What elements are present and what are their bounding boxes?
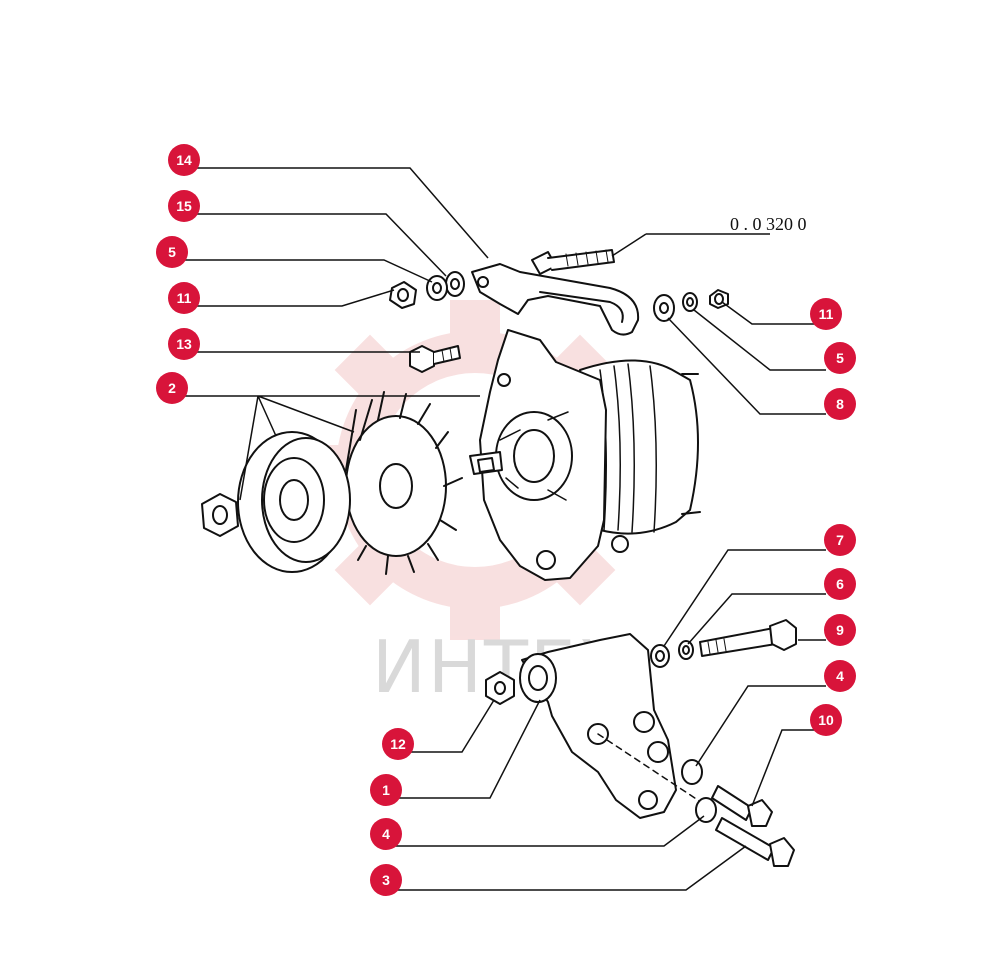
callout-markers: 14 15 5 11 13 2 11 5 8 7 6 9 4 10 12 1 4… bbox=[156, 144, 856, 896]
callout-label: 15 bbox=[176, 198, 192, 214]
leader-lines bbox=[172, 167, 826, 891]
callout-label: 5 bbox=[836, 350, 844, 366]
callout-marker: 8 bbox=[824, 388, 856, 420]
callout-label: 1 bbox=[382, 782, 390, 798]
callout-label: 3 bbox=[382, 872, 390, 888]
callout-label: 9 bbox=[836, 622, 844, 638]
callout-label: 6 bbox=[836, 576, 844, 592]
callout-marker: 5 bbox=[156, 236, 188, 268]
callout-marker: 11 bbox=[168, 282, 200, 314]
alternator bbox=[469, 329, 701, 581]
mounting-bracket bbox=[519, 633, 711, 819]
callout-label: 5 bbox=[168, 244, 176, 260]
parts-drawing bbox=[201, 249, 797, 867]
callout-marker: 13 bbox=[168, 328, 200, 360]
callout-marker: 7 bbox=[824, 524, 856, 556]
callout-label: 2 bbox=[168, 380, 176, 396]
callout-label: 13 bbox=[176, 336, 192, 352]
callout-label: 12 bbox=[390, 736, 406, 752]
callout-marker: 3 bbox=[370, 864, 402, 896]
bracket-washers bbox=[485, 640, 717, 823]
adjuster-bracket bbox=[471, 263, 640, 336]
long-bolt bbox=[699, 619, 797, 657]
callout-marker: 4 bbox=[824, 660, 856, 692]
tension-bolt bbox=[531, 249, 615, 275]
callout-marker: 14 bbox=[168, 144, 200, 176]
callout-label: 4 bbox=[836, 668, 844, 684]
callout-label: 8 bbox=[836, 396, 844, 412]
callout-label: 11 bbox=[177, 290, 192, 306]
right-nut-washers bbox=[653, 289, 729, 322]
callout-marker: 5 bbox=[824, 342, 856, 374]
callout-marker: 10 bbox=[810, 704, 842, 736]
callout-label: 11 bbox=[819, 306, 834, 322]
callout-marker: 12 bbox=[382, 728, 414, 760]
callout-marker: 11 bbox=[810, 298, 842, 330]
callout-marker: 9 bbox=[824, 614, 856, 646]
callout-marker: 2 bbox=[156, 372, 188, 404]
callout-label: 14 bbox=[176, 152, 192, 168]
lower-bolts bbox=[711, 785, 795, 867]
callout-label: 10 bbox=[818, 712, 834, 728]
reference-code: 0 . 0 320 0 bbox=[730, 214, 807, 234]
callout-marker: 1 bbox=[370, 774, 402, 806]
pulley bbox=[237, 431, 351, 573]
callout-label: 4 bbox=[382, 826, 390, 842]
callout-marker: 15 bbox=[168, 190, 200, 222]
callout-label: 7 bbox=[836, 532, 844, 548]
callout-marker: 6 bbox=[824, 568, 856, 600]
pulley-nut bbox=[201, 493, 239, 537]
callout-marker: 4 bbox=[370, 818, 402, 850]
